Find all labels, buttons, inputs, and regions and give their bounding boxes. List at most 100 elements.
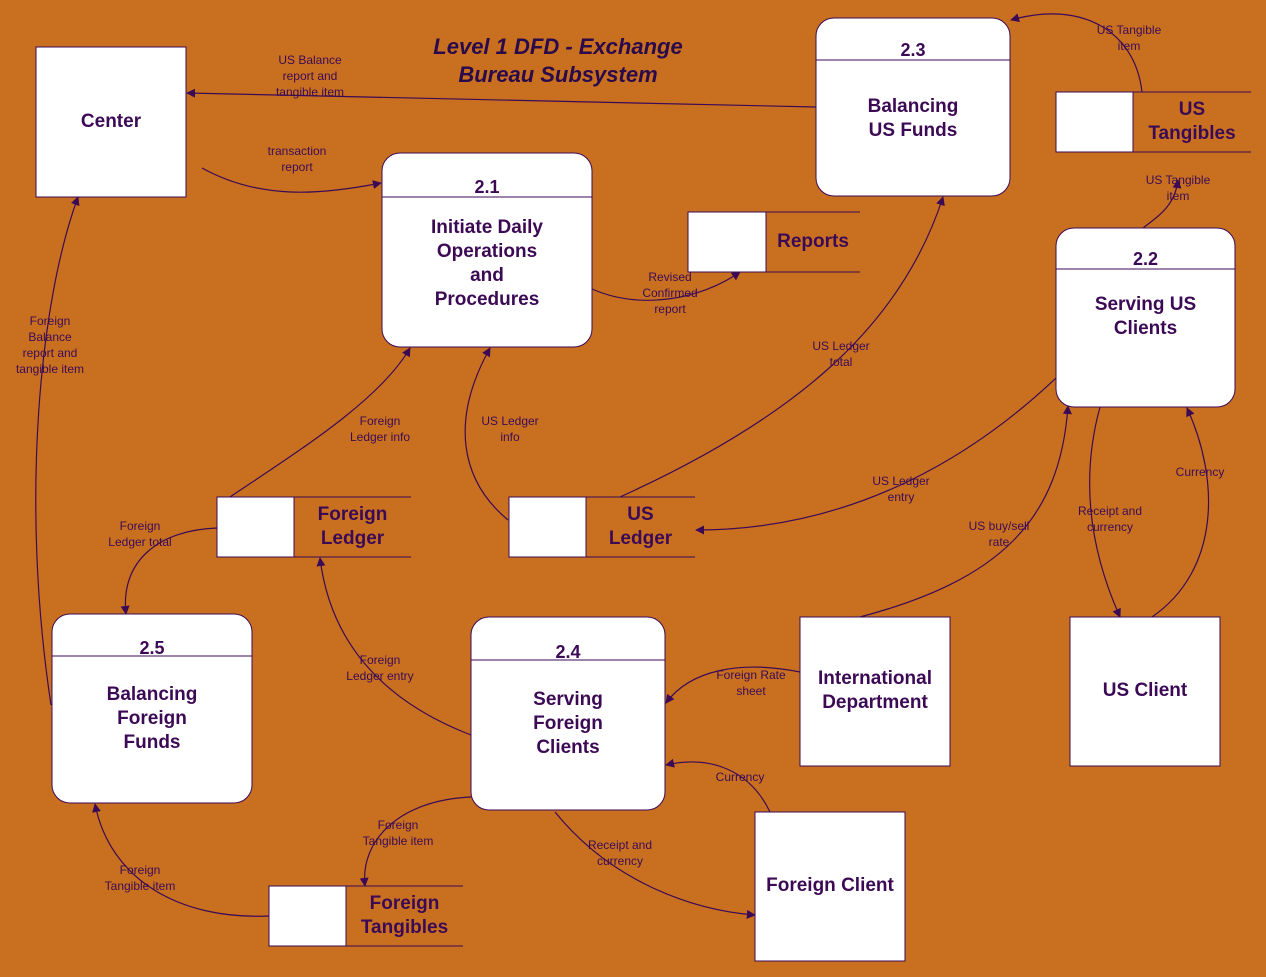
data-flow-f14 xyxy=(120,527,218,615)
process-label: Serving xyxy=(533,689,603,710)
data-flow-label: Foreign xyxy=(120,863,161,877)
data-flow-label: item xyxy=(1118,39,1141,53)
process-label: Funds xyxy=(124,732,181,753)
data-flow-f12 xyxy=(1089,406,1121,618)
data-flow-label: Tangible item xyxy=(363,834,434,848)
data-flow-label: US Ledger xyxy=(872,474,929,488)
data-store-label: Tangibles xyxy=(1148,123,1235,144)
data-flow-label: US Ledger xyxy=(812,339,869,353)
data-flow-label: Currency xyxy=(716,770,765,784)
data-store-id-box xyxy=(1055,91,1134,153)
data-flow-f19 xyxy=(92,803,270,917)
data-store-id-box xyxy=(687,211,767,273)
data-flow-label: Foreign xyxy=(360,414,401,428)
data-flow-f9 xyxy=(35,196,80,706)
data-store-label: Reports xyxy=(777,231,849,252)
external-entity-usclient xyxy=(1069,616,1221,767)
data-flow-label: Foreign Rate xyxy=(716,668,786,682)
data-flow-label: US buy/sell xyxy=(969,519,1030,533)
process-label: Balancing xyxy=(868,96,959,117)
data-flow-label: total xyxy=(830,355,853,369)
data-flow-label: tangible item xyxy=(276,85,344,99)
process-number: 2.4 xyxy=(555,642,580,662)
data-flow-label: Revised xyxy=(648,270,691,284)
data-flow-label: currency xyxy=(1087,520,1133,534)
data-store-label: Ledger xyxy=(609,528,673,549)
data-flow-f8 xyxy=(229,347,411,498)
process-p22 xyxy=(1055,227,1236,408)
data-flow-label: Balance xyxy=(28,330,72,344)
process-number: 2.2 xyxy=(1133,249,1158,269)
data-flow-f4 xyxy=(1142,179,1182,229)
data-flow-label: Ledger entry xyxy=(346,669,413,683)
process-label: and xyxy=(470,265,504,286)
external-entity-label: Foreign Client xyxy=(766,875,894,896)
external-entity-label: Center xyxy=(81,111,142,132)
diagram-title: Level 1 DFD - Exchange xyxy=(433,34,682,59)
data-flow-f20 xyxy=(554,811,756,919)
data-store-label: Foreign xyxy=(370,893,440,914)
external-entity-fclient xyxy=(754,811,906,962)
data-flow-label: report xyxy=(281,160,313,174)
data-flow-label: report and xyxy=(283,69,338,83)
data-flow-label: info xyxy=(500,430,520,444)
data-flow-label: US Ledger xyxy=(481,414,538,428)
process-number: 2.3 xyxy=(900,40,925,60)
data-flow-label: Receipt and xyxy=(588,838,652,852)
process-label: Initiate Daily xyxy=(431,217,543,238)
process-p21 xyxy=(381,152,593,348)
process-label: US Funds xyxy=(869,120,958,141)
data-flow-label: item xyxy=(1167,189,1190,203)
process-p23 xyxy=(815,17,1011,197)
process-label: Foreign xyxy=(117,708,187,729)
data-flow-label: US Tangible xyxy=(1146,173,1211,187)
external-entity-label: US Client xyxy=(1103,680,1188,701)
data-flow-label: transaction xyxy=(268,144,327,158)
data-flow-label: Ledger info xyxy=(350,430,410,444)
data-flow-label: sheet xyxy=(736,684,766,698)
data-flow-label: Foreign xyxy=(360,653,401,667)
process-number: 2.5 xyxy=(139,638,164,658)
data-flow-f15 xyxy=(316,557,472,736)
data-flow-f13 xyxy=(1151,407,1210,618)
data-store-label: Tangibles xyxy=(361,917,448,938)
data-flow-f16 xyxy=(665,666,801,704)
process-label: Operations xyxy=(437,241,537,262)
data-flow-label: US Tangible xyxy=(1097,23,1162,37)
data-flow-label: Receipt and xyxy=(1078,504,1142,518)
data-flow-label: US Balance xyxy=(278,53,342,67)
process-label: Clients xyxy=(1114,318,1177,339)
process-label: Balancing xyxy=(107,684,198,705)
data-flow-label: Ledger total xyxy=(108,535,171,549)
external-entity-label: Department xyxy=(822,692,928,713)
process-label: Foreign xyxy=(533,713,603,734)
data-flow-f7 xyxy=(464,347,509,521)
data-flow-label: Confirmed xyxy=(642,286,697,300)
data-flow-f11 xyxy=(859,405,1072,618)
data-flow-f5 xyxy=(591,271,741,301)
data-store-label: US xyxy=(627,504,653,525)
data-flow-label: Foreign xyxy=(30,314,71,328)
data-flow-label: report and xyxy=(23,346,78,360)
data-flow-f18 xyxy=(359,796,472,887)
data-flow-label: report xyxy=(654,302,686,316)
data-store-label: Foreign xyxy=(318,504,388,525)
data-flow-label: Tangible item xyxy=(105,879,176,893)
data-flow-f10 xyxy=(695,377,1057,535)
data-store-id-box xyxy=(508,496,587,558)
external-entity-intl xyxy=(799,616,951,767)
external-entity-center xyxy=(35,46,187,198)
process-p25 xyxy=(51,613,253,804)
data-flow-label: tangible item xyxy=(16,362,84,376)
process-label: Clients xyxy=(536,737,599,758)
external-entity-label: International xyxy=(818,668,932,689)
data-flow-label: Currency xyxy=(1176,465,1225,479)
data-flow-label: Foreign xyxy=(378,818,419,832)
data-flow-label: currency xyxy=(597,854,643,868)
data-flow-f3 xyxy=(1010,13,1143,93)
process-number: 2.1 xyxy=(474,177,499,197)
process-label: Procedures xyxy=(435,289,540,310)
data-store-label: US xyxy=(1179,99,1205,120)
